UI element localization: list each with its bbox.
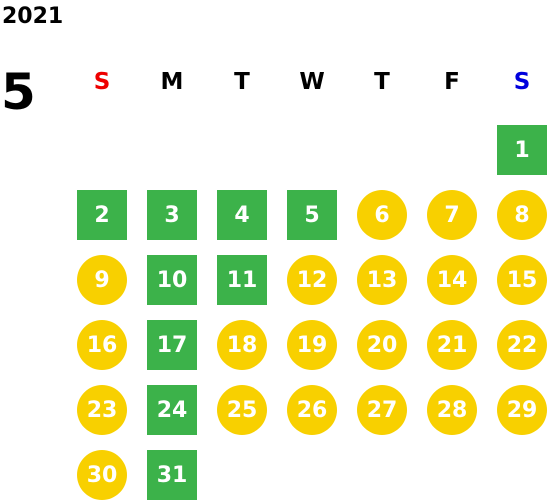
- weekday-mon: M: [160, 69, 184, 95]
- month-label: 5: [1, 63, 36, 121]
- weekday-fri: F: [444, 69, 460, 95]
- day-cell-9[interactable]: 9: [77, 255, 127, 305]
- day-cell-7[interactable]: 7: [427, 190, 477, 240]
- day-cell-1[interactable]: 1: [497, 125, 547, 175]
- day-cell-17[interactable]: 17: [147, 320, 197, 370]
- day-cell-31[interactable]: 31: [147, 450, 197, 500]
- day-cell-8[interactable]: 8: [497, 190, 547, 240]
- day-cell-19[interactable]: 19: [287, 320, 337, 370]
- day-cell-14[interactable]: 14: [427, 255, 477, 305]
- day-cell-3[interactable]: 3: [147, 190, 197, 240]
- day-cell-16[interactable]: 16: [77, 320, 127, 370]
- day-cell-22[interactable]: 22: [497, 320, 547, 370]
- day-cell-2[interactable]: 2: [77, 190, 127, 240]
- day-cell-13[interactable]: 13: [357, 255, 407, 305]
- day-cell-6[interactable]: 6: [357, 190, 407, 240]
- weekday-tue: T: [234, 69, 250, 95]
- weekday-sat: S: [513, 69, 531, 95]
- day-cell-12[interactable]: 12: [287, 255, 337, 305]
- day-cell-26[interactable]: 26: [287, 385, 337, 435]
- day-cell-20[interactable]: 20: [357, 320, 407, 370]
- day-cell-30[interactable]: 30: [77, 450, 127, 500]
- day-cell-25[interactable]: 25: [217, 385, 267, 435]
- year-label: 2021: [2, 4, 64, 29]
- day-cell-18[interactable]: 18: [217, 320, 267, 370]
- day-cell-10[interactable]: 10: [147, 255, 197, 305]
- day-cell-4[interactable]: 4: [217, 190, 267, 240]
- weekday-sun: S: [93, 69, 111, 95]
- day-cell-27[interactable]: 27: [357, 385, 407, 435]
- day-cell-11[interactable]: 11: [217, 255, 267, 305]
- day-cell-24[interactable]: 24: [147, 385, 197, 435]
- day-cell-29[interactable]: 29: [497, 385, 547, 435]
- day-cell-23[interactable]: 23: [77, 385, 127, 435]
- day-cell-28[interactable]: 28: [427, 385, 477, 435]
- day-cell-15[interactable]: 15: [497, 255, 547, 305]
- day-cell-5[interactable]: 5: [287, 190, 337, 240]
- weekday-wed: W: [299, 69, 325, 95]
- weekday-thu: T: [374, 69, 390, 95]
- day-cell-21[interactable]: 21: [427, 320, 477, 370]
